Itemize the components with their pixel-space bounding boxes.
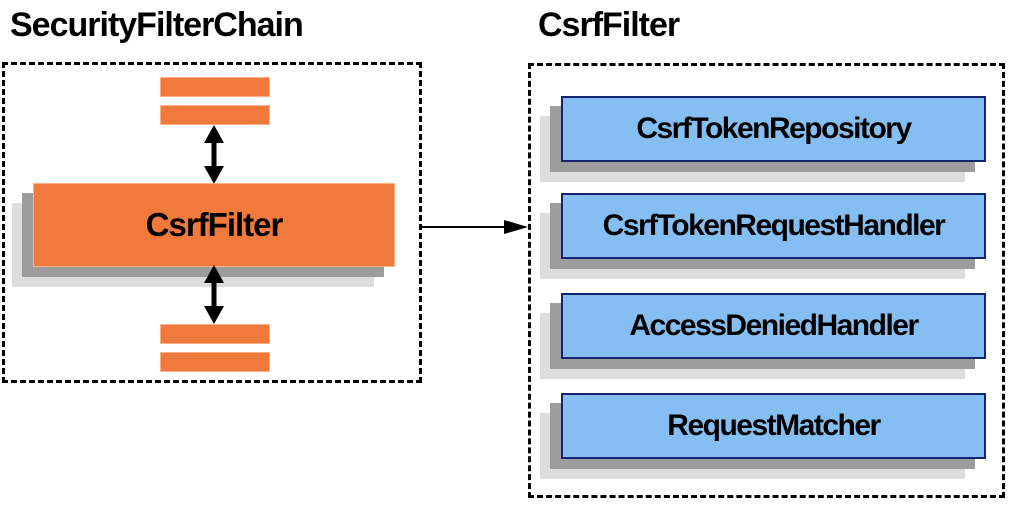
component-csrf-token-repository: CsrfTokenRepository	[561, 96, 986, 162]
double-arrow-icon	[204, 265, 224, 324]
security-filter-chain-title: SecurityFilterChain	[10, 6, 304, 44]
flow-arrow-icon	[421, 220, 528, 234]
filter-bar	[160, 105, 270, 125]
component-access-denied-handler: AccessDeniedHandler	[561, 293, 986, 359]
csrf-filter-node-label: CsrfFilter	[145, 206, 284, 243]
security-filter-chain-box	[2, 62, 422, 383]
csrf-filter-node: CsrfFilter	[33, 183, 395, 267]
csrf-filter-title: CsrfFilter	[538, 6, 680, 44]
component-label: CsrfTokenRequestHandler	[602, 209, 946, 242]
csrf-filter-box	[528, 63, 1005, 498]
double-arrow-icon	[204, 125, 224, 184]
component-csrf-token-request-handler: CsrfTokenRequestHandler	[561, 193, 986, 259]
component-label: AccessDeniedHandler	[629, 309, 919, 342]
filter-bar	[160, 77, 270, 97]
component-label: CsrfTokenRepository	[636, 112, 912, 145]
component-request-matcher: RequestMatcher	[561, 393, 986, 459]
component-label: RequestMatcher	[667, 409, 881, 442]
filter-bar	[160, 352, 270, 372]
filter-bar	[160, 324, 270, 344]
